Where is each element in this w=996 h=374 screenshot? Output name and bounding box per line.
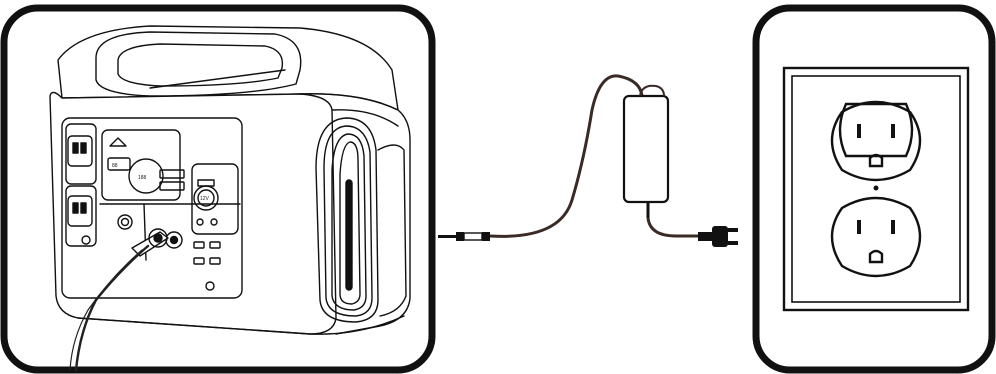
outlet-receptacle-bottom: [830, 196, 922, 278]
plate-screw: [873, 185, 879, 191]
wall-outlet-panel: [752, 4, 996, 374]
ac-plug-icon: [698, 226, 738, 247]
port-label-12v: 12V: [200, 196, 210, 202]
power-station-panel: 188 88 12V: [0, 4, 436, 374]
display-digits-left: 88: [112, 163, 118, 169]
power-adapter: [622, 94, 670, 204]
dc-cable: [489, 74, 644, 238]
outlet-receptacle-top: [830, 100, 922, 182]
display-digits-main: 188: [138, 175, 147, 181]
control-panel: [61, 117, 243, 299]
power-station-illustration: [49, 25, 411, 372]
side-vent: [315, 117, 407, 323]
ac-cable: [646, 217, 700, 238]
dc-plug-icon: [438, 232, 490, 241]
charging-cable-assembly: [438, 74, 738, 247]
